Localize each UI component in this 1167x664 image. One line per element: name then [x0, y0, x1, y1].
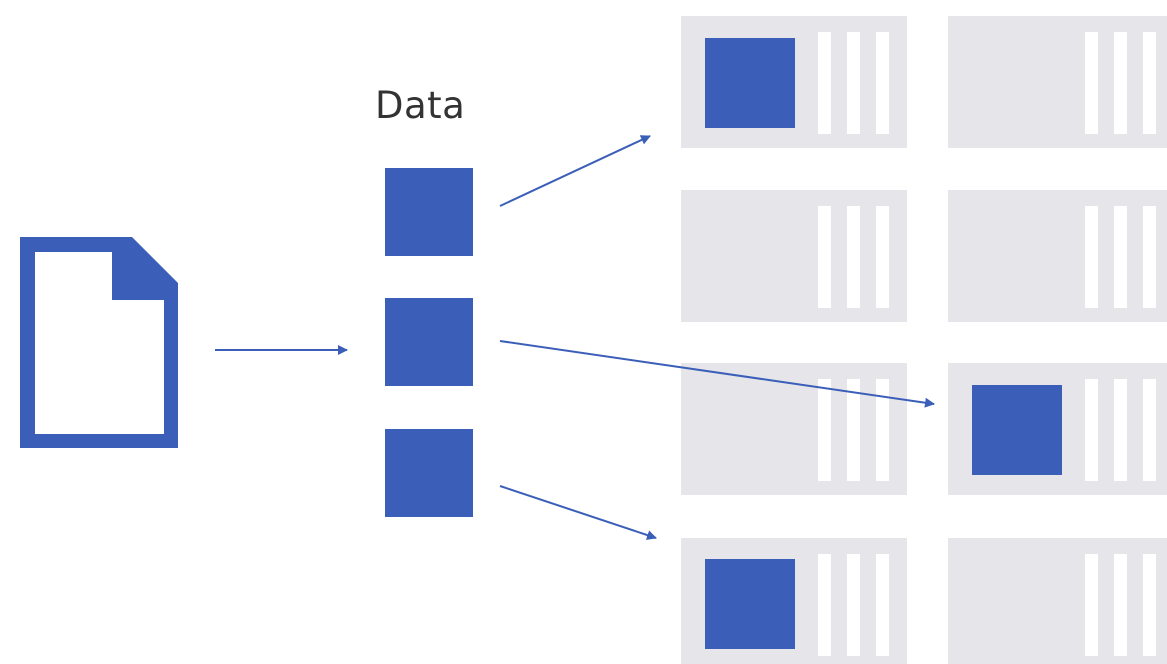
server-node — [681, 538, 907, 664]
data-block — [385, 298, 473, 386]
data-label: Data — [375, 84, 466, 127]
server-node — [948, 16, 1167, 148]
stored-data-block — [705, 38, 795, 128]
stored-data-block — [705, 559, 795, 649]
arrow-to-server — [499, 340, 935, 408]
server-node — [948, 363, 1167, 495]
arrow-to-server — [499, 135, 651, 207]
server-node — [681, 190, 907, 322]
stored-data-block — [972, 385, 1062, 475]
document-icon — [20, 237, 178, 448]
server-grid — [681, 16, 1167, 664]
server-node — [948, 538, 1167, 664]
server-node — [948, 190, 1167, 322]
data-blocks — [385, 168, 473, 517]
data-block — [385, 429, 473, 517]
data-block — [385, 168, 473, 256]
arrow-to-server — [499, 485, 657, 540]
server-node — [681, 16, 907, 148]
server-node — [681, 363, 907, 495]
